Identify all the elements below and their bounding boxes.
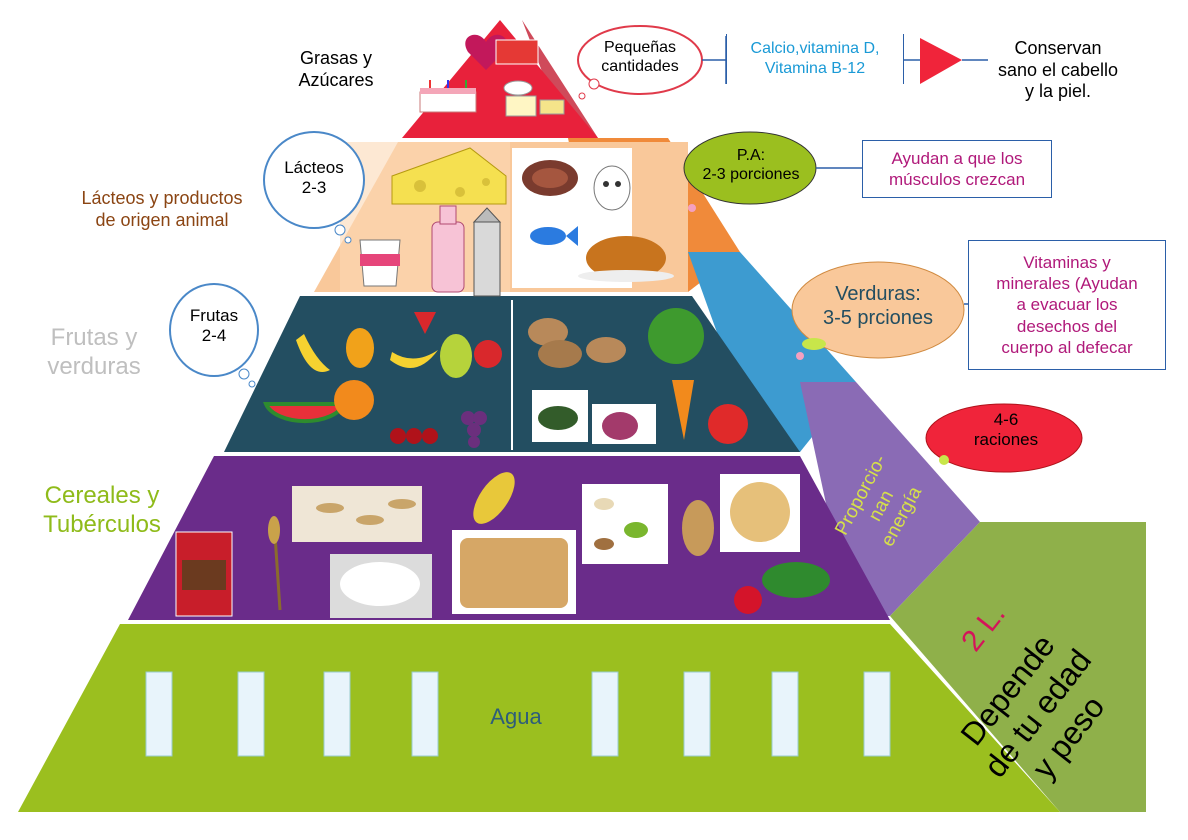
water-glass-icon xyxy=(237,671,265,757)
banana-icon xyxy=(296,334,330,372)
water-glass-icon xyxy=(591,671,619,757)
steak-icon xyxy=(522,160,578,196)
flakes-icon xyxy=(720,474,800,552)
conserve-text: Conservan sano el cabello y la piel. xyxy=(997,38,1119,102)
potato-icon xyxy=(528,318,626,368)
tier-label-dairy: Lácteos y productos de origen animal xyxy=(81,188,243,230)
corn-icon xyxy=(473,472,515,524)
box-minerals: Vitaminas y minerales (Ayudan a evacuar … xyxy=(968,240,1166,370)
potato-chef-icon xyxy=(682,500,714,556)
cloud-text-dairy-portions: Lácteos 2-3 xyxy=(284,158,344,198)
tier-label-cereals: Cereales y Tubérculos xyxy=(43,482,161,538)
water-glass-icon xyxy=(323,671,351,757)
tomato-icon xyxy=(708,404,748,444)
yogurt-icon xyxy=(359,239,401,287)
cloud-text-protein: P.A: 2-3 porciones xyxy=(702,147,800,184)
rice-icon xyxy=(330,554,432,618)
tier-label-water: Agua xyxy=(490,704,542,729)
water-tier xyxy=(18,624,1060,812)
box-vitamins: Calcio,vitamina D, Vitamina B-12 xyxy=(726,34,904,84)
box-muscles: Ayudan a que los músculos crezcan xyxy=(862,140,1052,198)
cloud-text-vegetables: Verduras: 3-5 prciones xyxy=(822,283,934,329)
radish-icon xyxy=(734,562,830,614)
cloud-vegetables xyxy=(791,261,965,360)
zucchini-icon xyxy=(532,390,588,442)
cake-icon xyxy=(419,80,477,113)
water-glass-icon xyxy=(863,671,891,757)
egg-icon xyxy=(593,165,631,211)
heart-candy-icon xyxy=(465,34,539,70)
cloud-rations xyxy=(925,403,1083,473)
cloud-text-fruit-portions: Frutas 2-4 xyxy=(189,306,239,346)
fish-icon xyxy=(530,226,578,246)
milk-carton-icon xyxy=(472,207,502,297)
chicken-icon xyxy=(578,236,674,282)
bread-icon xyxy=(452,530,576,614)
water-glass-icon xyxy=(411,671,439,757)
butter-icon xyxy=(503,80,565,117)
arrow-triangle xyxy=(920,38,962,84)
milk-bottle-icon xyxy=(431,205,465,293)
water-glass-icon xyxy=(683,671,711,757)
bananas-icon xyxy=(390,350,438,368)
grapes-icon xyxy=(461,411,487,448)
strawberry-icon xyxy=(414,312,436,334)
cloud-fruit-portions xyxy=(169,283,259,388)
cherry-icon xyxy=(390,428,438,444)
apple-icon xyxy=(474,340,502,368)
wheat-icon xyxy=(268,516,282,611)
connector-small-amounts xyxy=(702,36,727,84)
cloud-text-small-amounts: Pequeñas cantidades xyxy=(601,39,679,76)
carrot-icon xyxy=(672,380,694,440)
tier-label-fruits: Frutas y verduras xyxy=(47,324,141,380)
water-glass-icon xyxy=(145,671,173,757)
cereal-box-icon xyxy=(175,531,233,617)
cloud-protein xyxy=(683,131,817,212)
water-side-face xyxy=(890,522,1146,812)
cloud-text-rations: 4-6 raciones xyxy=(973,410,1039,450)
lettuce-icon xyxy=(648,308,704,364)
oats-icon xyxy=(292,486,422,542)
beans-icon xyxy=(582,484,668,564)
cheese-icon xyxy=(391,147,507,205)
orange-icon xyxy=(334,380,374,420)
water-glass-icon xyxy=(771,671,799,757)
mango-icon xyxy=(346,328,374,368)
fats-side-face xyxy=(522,20,598,138)
pear-icon xyxy=(440,334,472,378)
tier-label-fats: Grasas y Azúcares xyxy=(298,48,374,90)
onion-icon xyxy=(592,404,656,444)
cloud-dairy-portions xyxy=(263,131,365,244)
